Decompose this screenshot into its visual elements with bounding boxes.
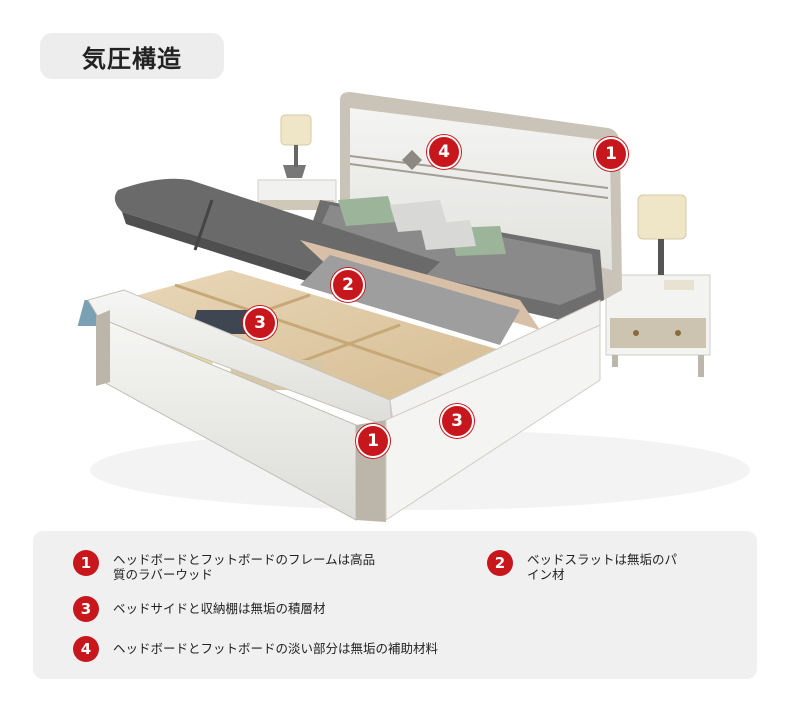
legend-number-4: 4	[73, 636, 99, 662]
legend-item-2: 2 ベッドスラットは無垢のパ イン材	[487, 550, 727, 582]
legend-text-4: ヘッドボードとフットボードの淡い部分は無垢の補助材料	[113, 641, 439, 656]
legend-panel: 1 ヘッドボードとフットボードのフレームは高品 質のラバーウッド 2 ベッドスラ…	[33, 531, 757, 679]
marker-4-headboard: 4	[427, 135, 461, 169]
page-title-pill: 気圧構造	[40, 33, 224, 79]
legend-number-1: 1	[73, 550, 99, 576]
legend-item-4: 4 ヘッドボードとフットボードの淡い部分は無垢の補助材料	[73, 636, 633, 662]
marker-2-slats: 2	[331, 268, 365, 302]
legend-item-1: 1 ヘッドボードとフットボードのフレームは高品 質のラバーウッド	[73, 550, 393, 582]
right-nightstand	[605, 194, 711, 377]
marker-3-side: 3	[440, 404, 474, 438]
legend-item-3: 3 ベッドサイドと収納棚は無垢の積層材	[73, 596, 553, 622]
legend-text-2-line2: イン材	[527, 567, 565, 582]
legend-text-3: ベッドサイドと収納棚は無垢の積層材	[113, 601, 326, 616]
marker-3-storage: 3	[243, 306, 277, 340]
marker-1-footboard: 1	[356, 424, 390, 458]
left-nightstand	[257, 114, 337, 210]
mattress	[300, 196, 604, 320]
marker-1-headboard: 1	[594, 137, 628, 171]
bed-illustration	[77, 92, 750, 522]
page-title: 気圧構造	[82, 44, 182, 73]
legend-text-1-line1: ヘッドボードとフットボードのフレームは高品	[113, 552, 376, 567]
legend-text-2-line1: ベッドスラットは無垢のパ	[527, 552, 678, 567]
legend-text-1-line2: 質のラバーウッド	[113, 567, 213, 582]
legend-number-3: 3	[73, 596, 99, 622]
bed-frame	[87, 289, 601, 522]
legend-number-2: 2	[487, 550, 513, 576]
